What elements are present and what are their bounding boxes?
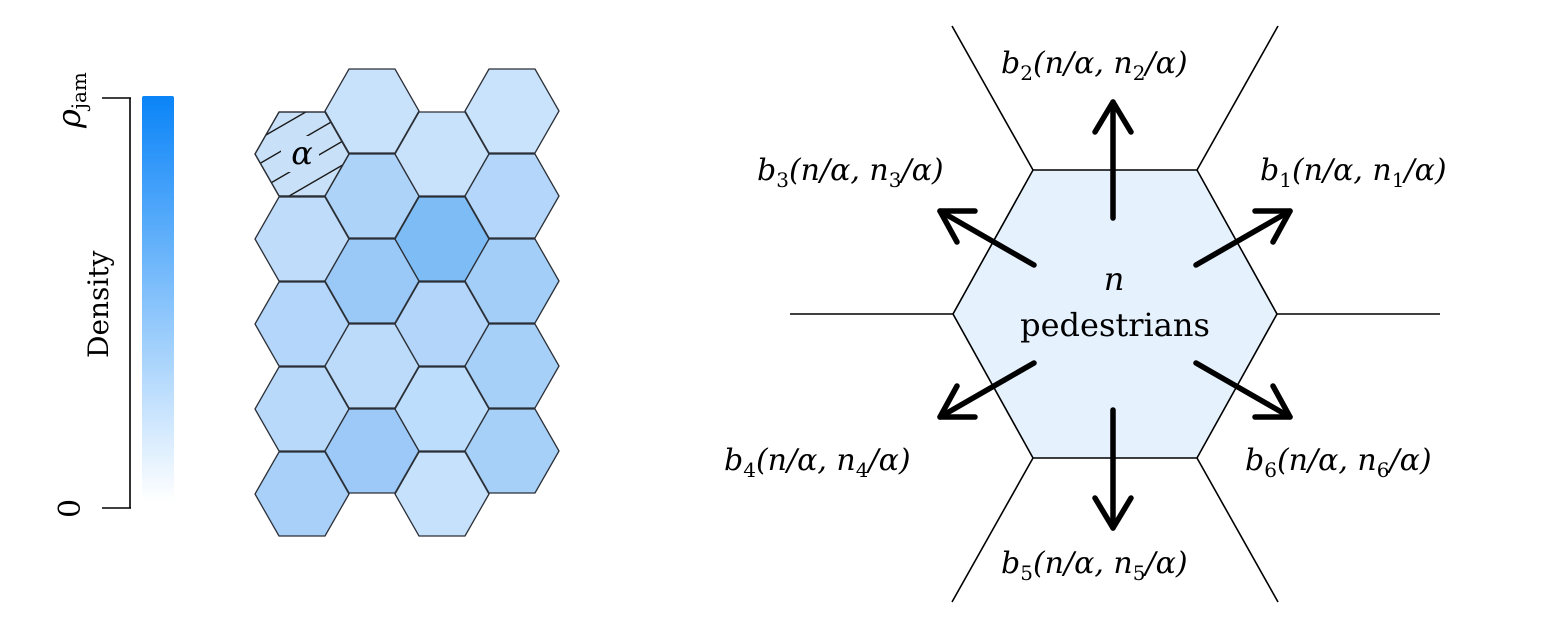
arrow-lower-right (1193, 360, 1293, 420)
arrow-down (1092, 407, 1134, 531)
grid-cell (464, 153, 560, 239)
boundary-line (1196, 25, 1279, 171)
colorbar-gradient (142, 96, 174, 502)
boundary-line (951, 457, 1034, 603)
alpha-cell: α (254, 111, 350, 197)
hex-grid: α (254, 68, 560, 537)
density-colorbar: ρjam 0 Density (50, 72, 174, 518)
label-b2: b2(n/α, n2/α) (1001, 46, 1188, 85)
transition-diagram: n pedestrians b1(n/α, n1/α) b2(n/α, n2/α… (724, 25, 1447, 603)
grid-cell (464, 68, 560, 154)
arrow-up (1092, 99, 1134, 221)
arrow-lower-left (937, 360, 1037, 420)
grid-cell (464, 238, 560, 324)
center-variable: n (1104, 260, 1125, 298)
boundary-line (1196, 457, 1279, 603)
center-hexagon (952, 169, 1278, 459)
colorbar-bottom-label: 0 (53, 499, 88, 518)
boundary-line (951, 25, 1034, 171)
grid-cell (464, 408, 560, 494)
arrow-upper-left (937, 208, 1037, 268)
label-b1: b1(n/α, n1/α) (1260, 153, 1447, 192)
center-label: pedestrians (1020, 306, 1210, 344)
colorbar-axis-label: Density (82, 250, 115, 358)
grid-cell (464, 323, 560, 409)
colorbar-top-label: ρjam (50, 72, 91, 129)
label-b3: b3(n/α, n3/α) (757, 153, 944, 192)
label-b4: b4(n/α, n4/α) (724, 443, 911, 482)
label-b5: b5(n/α, n5/α) (1001, 546, 1188, 585)
arrow-upper-right (1193, 208, 1293, 268)
alpha-label: α (291, 134, 313, 172)
label-b6: b6(n/α, n6/α) (1245, 443, 1432, 482)
